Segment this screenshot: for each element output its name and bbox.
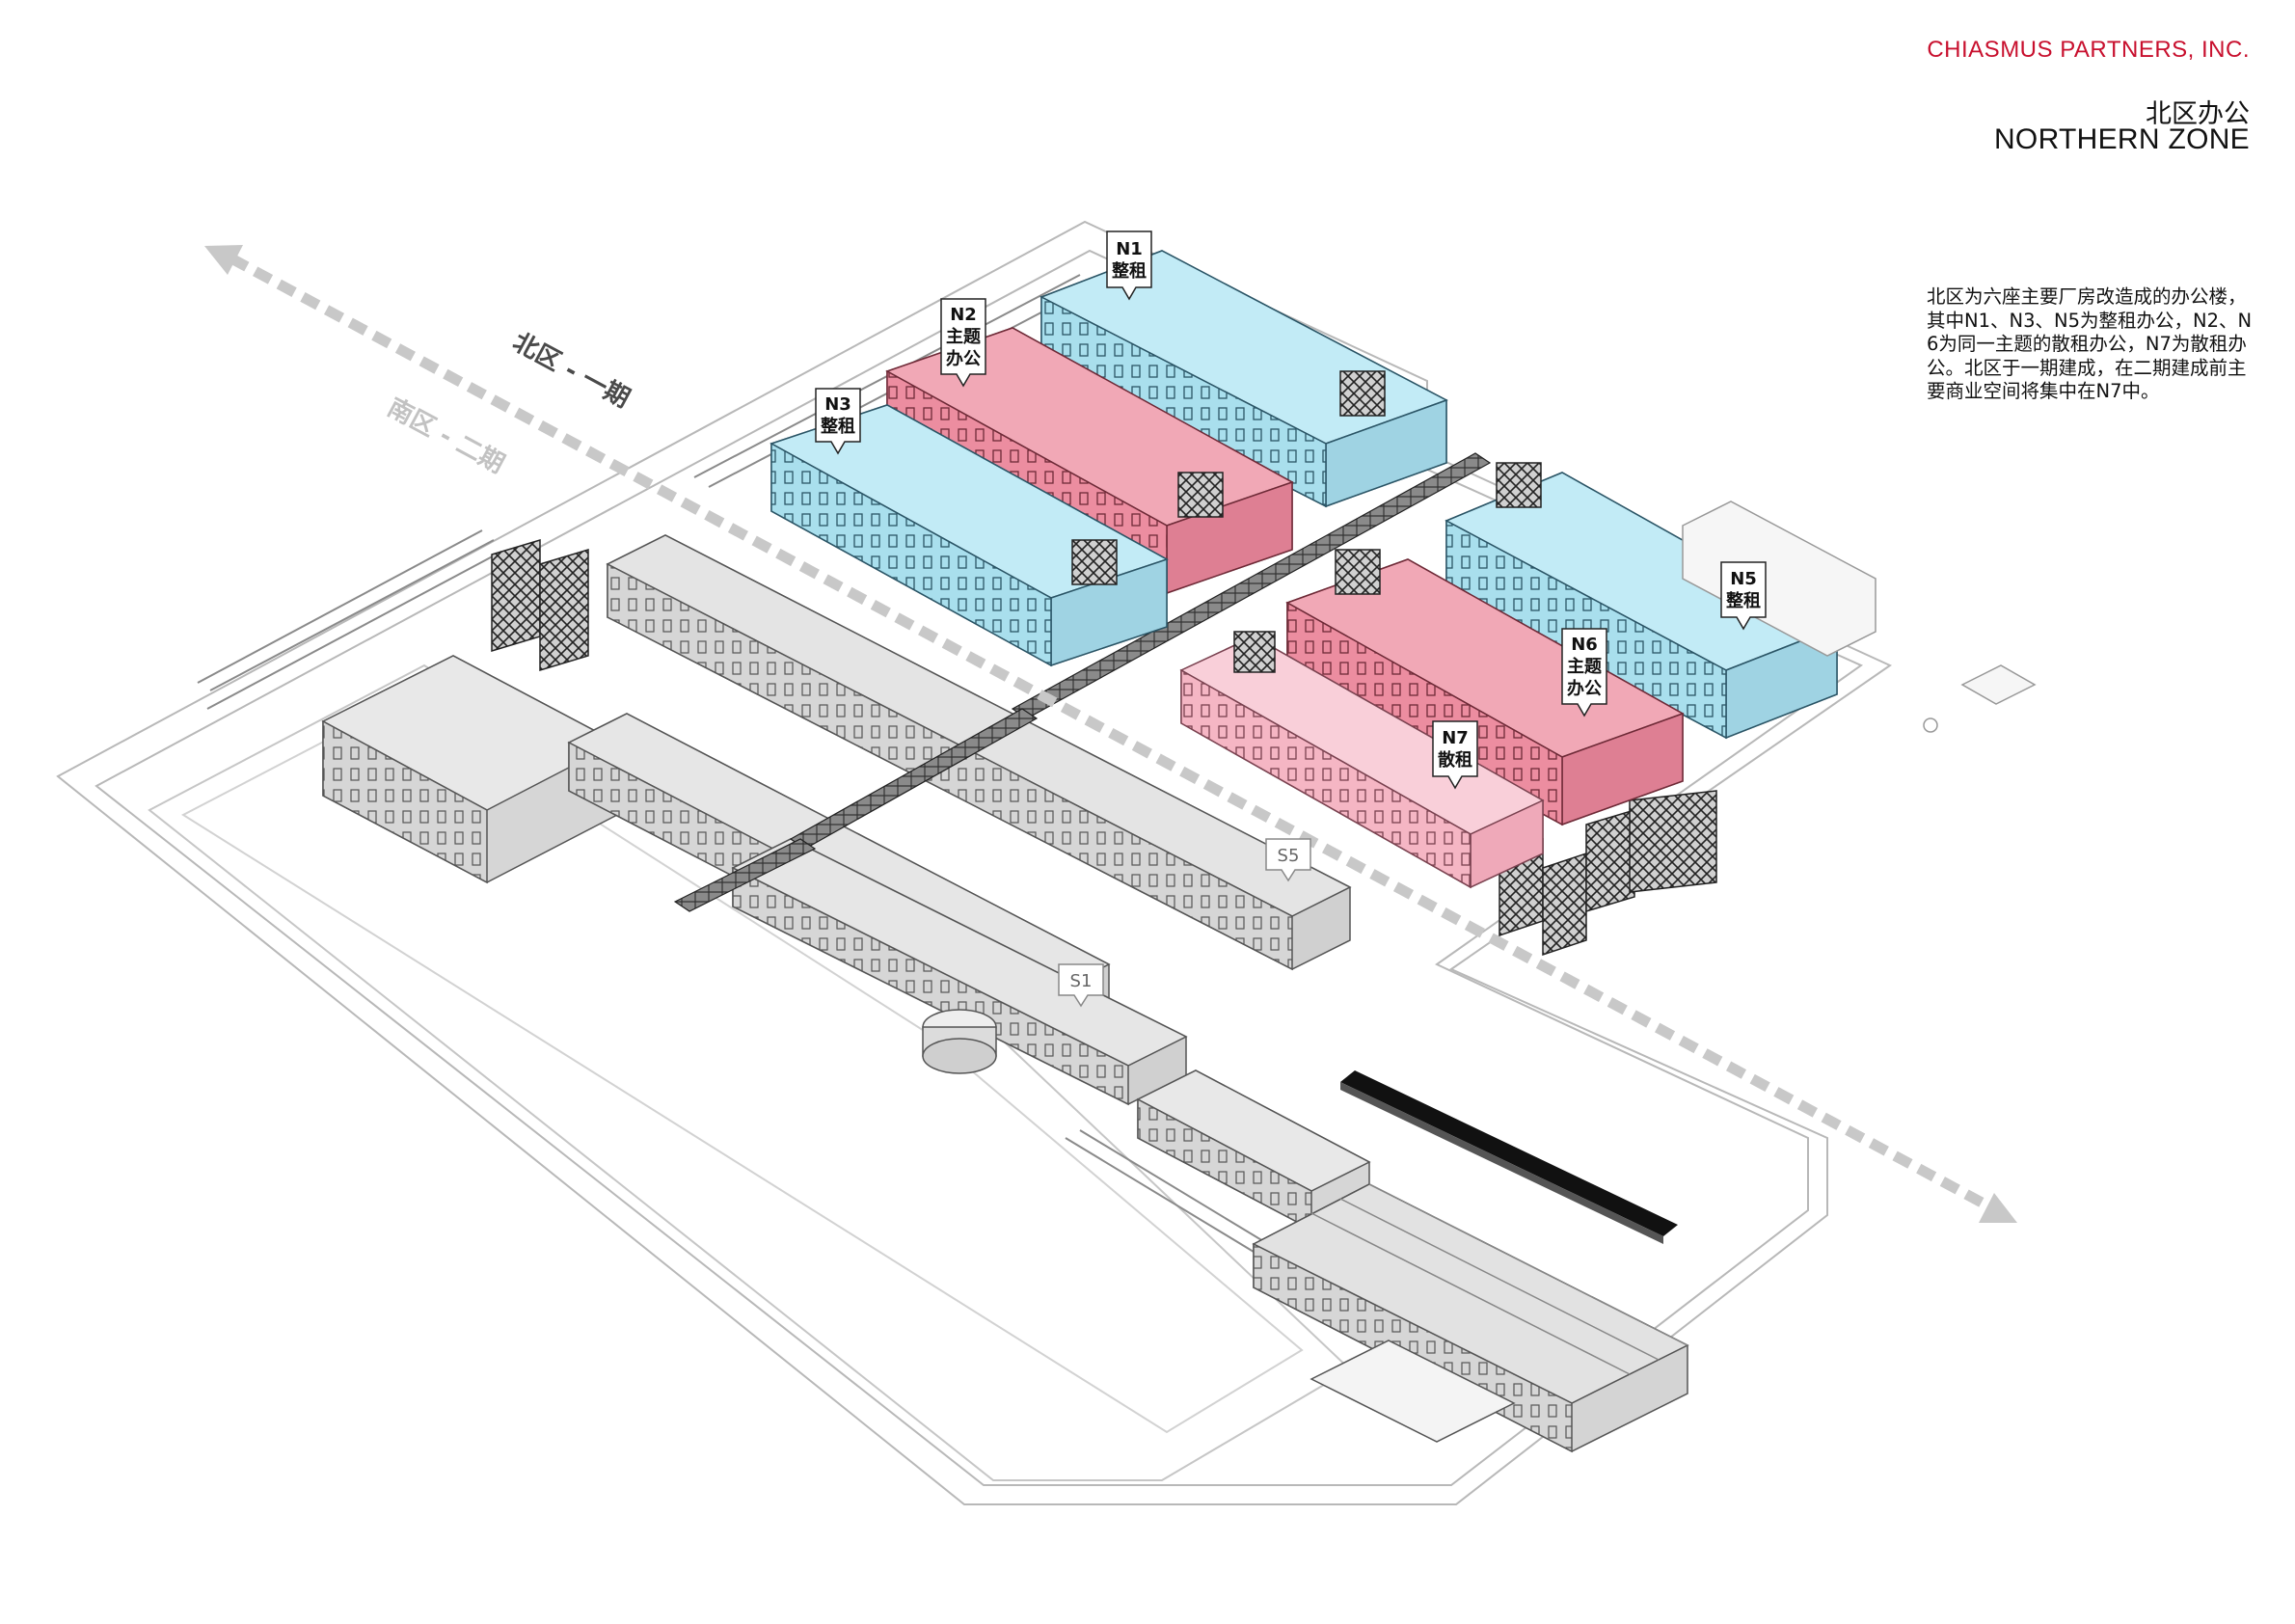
tag-n6[interactable]: N6 主题 办公 xyxy=(1561,628,1607,717)
south-hall-lower xyxy=(731,838,1188,1106)
round-pavilion-south xyxy=(922,1009,997,1074)
tag-n3-line1: N3 xyxy=(824,394,851,415)
tag-n3[interactable]: N3 整租 xyxy=(815,388,861,455)
tag-n3-line2: 整租 xyxy=(820,416,855,437)
zone-description: 北区为六座主要厂房改造成的办公楼，其中N1、N3、N5为整租办公，N2、N6为同… xyxy=(1927,285,2253,402)
south-warehouse-east xyxy=(1136,1069,1371,1232)
tag-n7-line2: 散租 xyxy=(1438,749,1472,771)
tag-n2-line2: 主题 xyxy=(946,326,982,347)
north-outbuildings xyxy=(1682,501,2037,733)
building-n1[interactable] xyxy=(1040,250,1448,508)
tag-n1-line1: N1 xyxy=(1116,239,1143,259)
tag-n5-line1: N5 xyxy=(1730,569,1757,589)
phase-label-north: 北区 - 一期 xyxy=(508,328,634,414)
tag-s5[interactable]: S5 xyxy=(1265,838,1311,882)
tag-s5-label: S5 xyxy=(1278,846,1300,866)
tag-n5[interactable]: N5 整租 xyxy=(1720,561,1767,631)
tag-n7[interactable]: N7 散租 xyxy=(1432,720,1478,790)
tag-n7-line1: N7 xyxy=(1442,728,1469,748)
tag-n2-line3: 办公 xyxy=(946,348,981,369)
tag-s1-label: S1 xyxy=(1070,971,1093,991)
tag-n2[interactable]: N2 主题 办公 xyxy=(940,298,986,388)
arrow-head-southeast xyxy=(1979,1193,2017,1223)
building-n7[interactable] xyxy=(1179,631,1545,889)
lattice-towers xyxy=(491,538,1717,957)
page-title-en: NORTHERN ZONE xyxy=(1993,123,2250,155)
tag-n1[interactable]: N1 整租 xyxy=(1106,230,1152,301)
south-hall-west xyxy=(321,655,619,884)
arrow-head-northwest xyxy=(204,245,243,275)
tag-n6-line1: N6 xyxy=(1571,635,1598,655)
building-n3[interactable] xyxy=(770,404,1169,667)
page-title-cn: 北区办公 xyxy=(2146,99,2250,129)
tag-n6-line3: 办公 xyxy=(1567,678,1602,699)
tag-n2-line1: N2 xyxy=(950,305,977,325)
tag-n6-line2: 主题 xyxy=(1567,656,1603,677)
tag-n1-line2: 整租 xyxy=(1111,260,1147,282)
pedestrian-skybridge xyxy=(673,452,1492,912)
south-storage-block xyxy=(1310,1340,1516,1443)
rail-shed xyxy=(1340,1070,1678,1244)
tag-n5-line2: 整租 xyxy=(1725,590,1761,611)
south-zone-buildings xyxy=(321,534,1689,1453)
tag-s1[interactable]: S1 xyxy=(1058,963,1104,1008)
firm-name: CHIASMUS PARTNERS, INC. xyxy=(1927,37,2250,63)
phase-divider-arrows xyxy=(229,254,1999,1215)
phase-label-south: 南区 - 二期 xyxy=(383,393,509,479)
